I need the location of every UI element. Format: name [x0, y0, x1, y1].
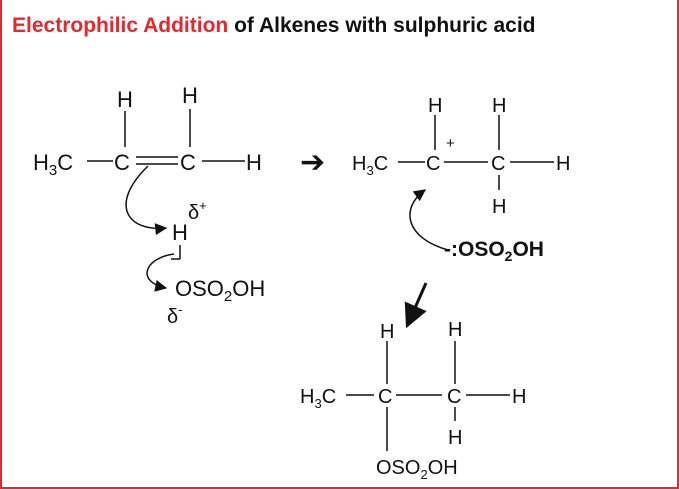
acid-hydrogen: H: [172, 220, 188, 245]
curly-arrow-bond-to-o: [146, 253, 175, 292]
atom-h-top-left: H: [117, 87, 133, 112]
acid-oso2oh: OSO2OH: [175, 276, 265, 305]
delta-plus: δ+: [188, 198, 207, 224]
cation-h-top-right: H: [492, 95, 506, 117]
product-h-top-right: H: [448, 319, 462, 341]
product-carbon-2: C: [447, 386, 461, 408]
bisulfate-ion: -:OSO2OH: [444, 238, 544, 264]
carbocation-intermediate: H H + H3C C C H H: [352, 95, 570, 218]
positive-charge: +: [446, 135, 455, 152]
cation-carbon-2: C: [491, 153, 505, 175]
reaction-arrow-down: [404, 282, 428, 329]
curly-arrow-ion-to-cation: [409, 189, 449, 251]
cation-h-bottom: H: [492, 196, 506, 218]
cation-h-right: H: [556, 153, 570, 175]
curly-arrow-pi-to-h: [125, 165, 168, 236]
title-rest: of Alkenes with sulphuric acid: [228, 14, 536, 37]
product-h-bottom: H: [448, 427, 462, 449]
methyl-group: H3C: [33, 150, 73, 179]
product-methyl: H3C: [300, 386, 336, 411]
product-molecule: H H H3C C C H H OSO2OH: [300, 319, 526, 482]
cation-methyl: H3C: [352, 153, 388, 178]
atom-c1: C: [114, 150, 130, 175]
cation-carbon-1: C: [426, 153, 440, 175]
cation-h-top-left: H: [428, 95, 442, 117]
atom-c2: C: [180, 150, 196, 175]
title-highlight: Electrophilic Addition: [12, 14, 229, 37]
propene-molecule: H H H3C C C H: [33, 83, 262, 179]
product-oso2oh: OSO2OH: [376, 457, 458, 482]
slide-title: Electrophilic Addition of Alkenes with s…: [12, 14, 536, 38]
delta-minus: δ-: [167, 302, 182, 328]
atom-h-top-right: H: [182, 83, 198, 108]
sulphuric-acid: δ+ H OSO2OH δ-: [167, 198, 265, 328]
product-h-right: H: [512, 386, 526, 408]
reaction-arrow-right: ➔: [300, 146, 325, 179]
product-h-top-left: H: [380, 321, 394, 343]
product-carbon-1: C: [378, 386, 392, 408]
atom-h-right: H: [246, 150, 262, 175]
